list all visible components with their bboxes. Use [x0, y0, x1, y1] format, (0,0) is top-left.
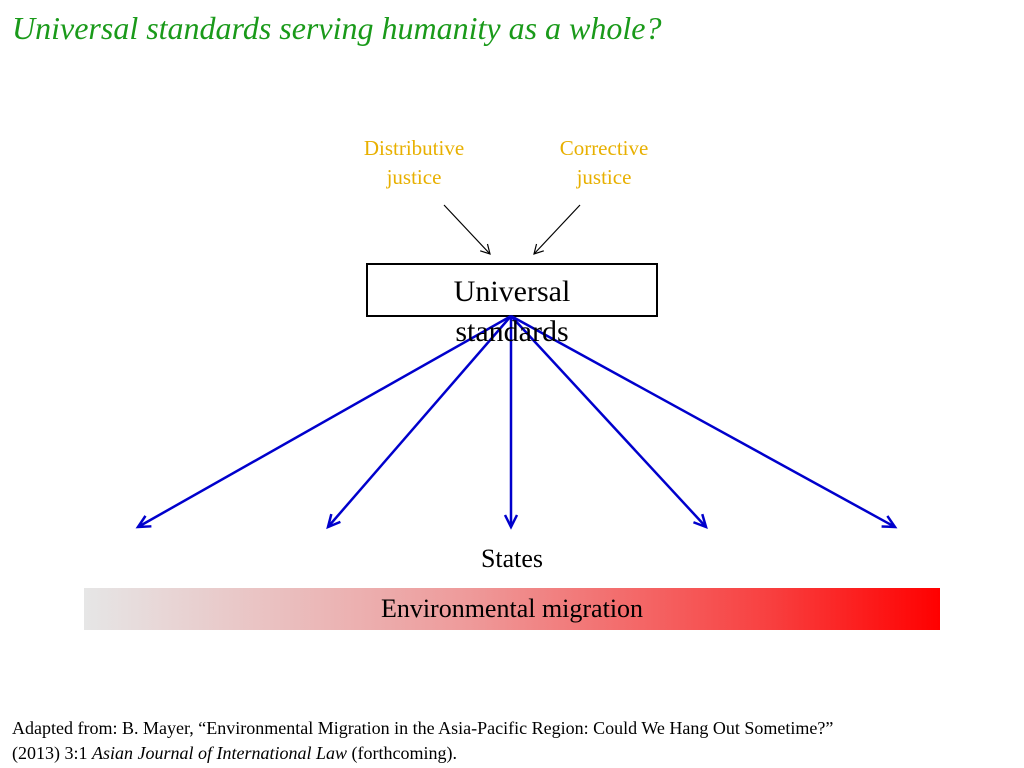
environmental-migration-label: Environmental migration — [380, 594, 644, 623]
environmental-migration-band — [84, 588, 940, 630]
citation-line1: Adapted from: B. Mayer, “Environmental M… — [12, 718, 834, 738]
universal-standards-line1: Universal — [453, 275, 571, 308]
corrective-justice-line1: Corrective — [559, 136, 649, 160]
citation: Adapted from: B. Mayer, “Environmental M… — [12, 716, 1012, 766]
corrective-to-standards-arrow — [533, 204, 581, 255]
standards-to-state-arrow-2 — [326, 315, 512, 530]
slide-title: Universal standards serving humanity as … — [12, 10, 662, 46]
universal-standards-box — [366, 263, 658, 317]
states-label: States — [480, 544, 544, 573]
universal-standards-label: Universal standards — [366, 272, 658, 352]
corrective-justice-line2: justice — [576, 165, 632, 189]
citation-line2: (2013) 3:1 Asian Journal of Internationa… — [12, 741, 1012, 766]
standards-to-state-arrow-1 — [135, 314, 512, 529]
distributive-justice-line2: justice — [386, 165, 442, 189]
standards-to-state-arrow-5 — [510, 314, 898, 529]
distributive-justice-label: Distributive justice — [344, 134, 484, 192]
citation-status: (forthcoming). — [347, 743, 457, 763]
citation-volume: (2013) 3:1 — [12, 743, 92, 763]
corrective-justice-label: Corrective justice — [534, 134, 674, 192]
distributive-to-standards-arrow — [443, 204, 491, 255]
distributive-justice-line1: Distributive — [363, 136, 465, 160]
standards-to-state-arrow-4 — [510, 315, 708, 530]
universal-standards-line2: standards — [455, 315, 569, 348]
citation-journal: Asian Journal of International Law — [92, 743, 348, 763]
